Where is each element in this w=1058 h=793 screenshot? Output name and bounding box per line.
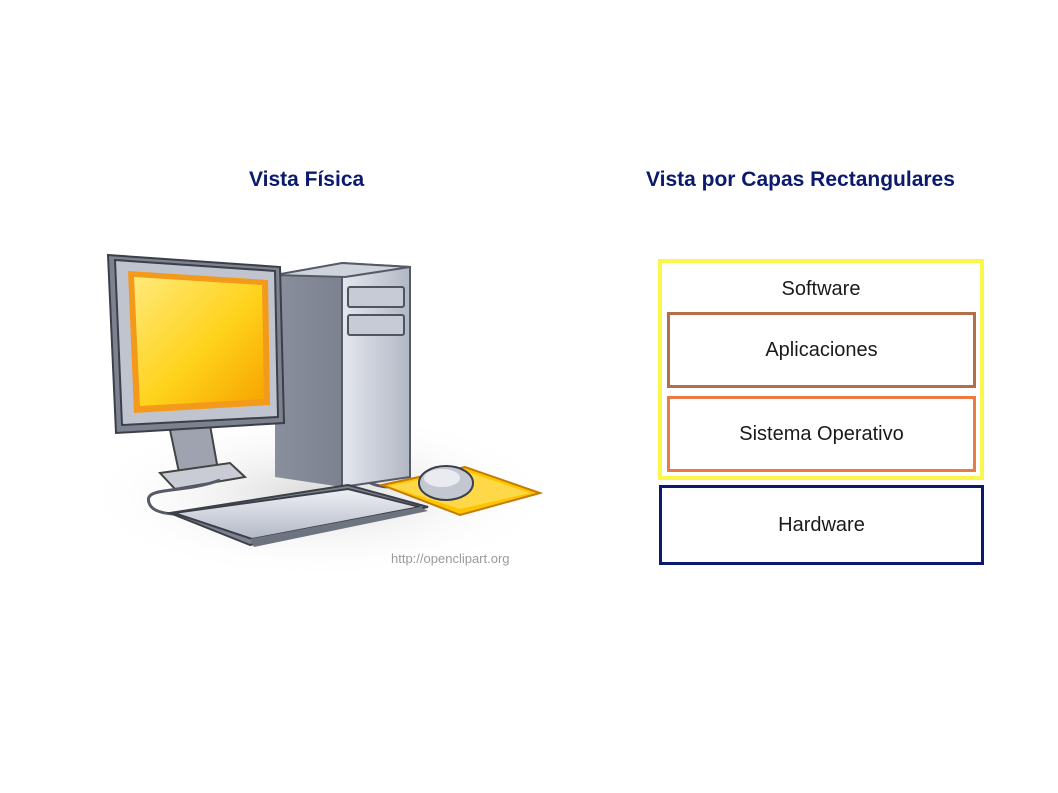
image-credit: http://openclipart.org (391, 551, 510, 566)
layers-view-heading: Vista por Capas Rectangulares (646, 168, 955, 191)
hardware-layer: Hardware (659, 485, 984, 565)
applications-layer-label: Aplicaciones (765, 338, 878, 361)
hardware-layer-label: Hardware (778, 513, 865, 536)
software-layer-label: Software (781, 278, 861, 300)
desktop-computer-icon (80, 253, 550, 580)
software-layer: Software (658, 259, 984, 480)
physical-view-heading: Vista Física (249, 168, 365, 191)
operating-system-layer-label: Sistema Operativo (739, 422, 904, 445)
applications-layer: Aplicaciones (667, 312, 976, 388)
operating-system-layer: Sistema Operativo (667, 396, 976, 472)
